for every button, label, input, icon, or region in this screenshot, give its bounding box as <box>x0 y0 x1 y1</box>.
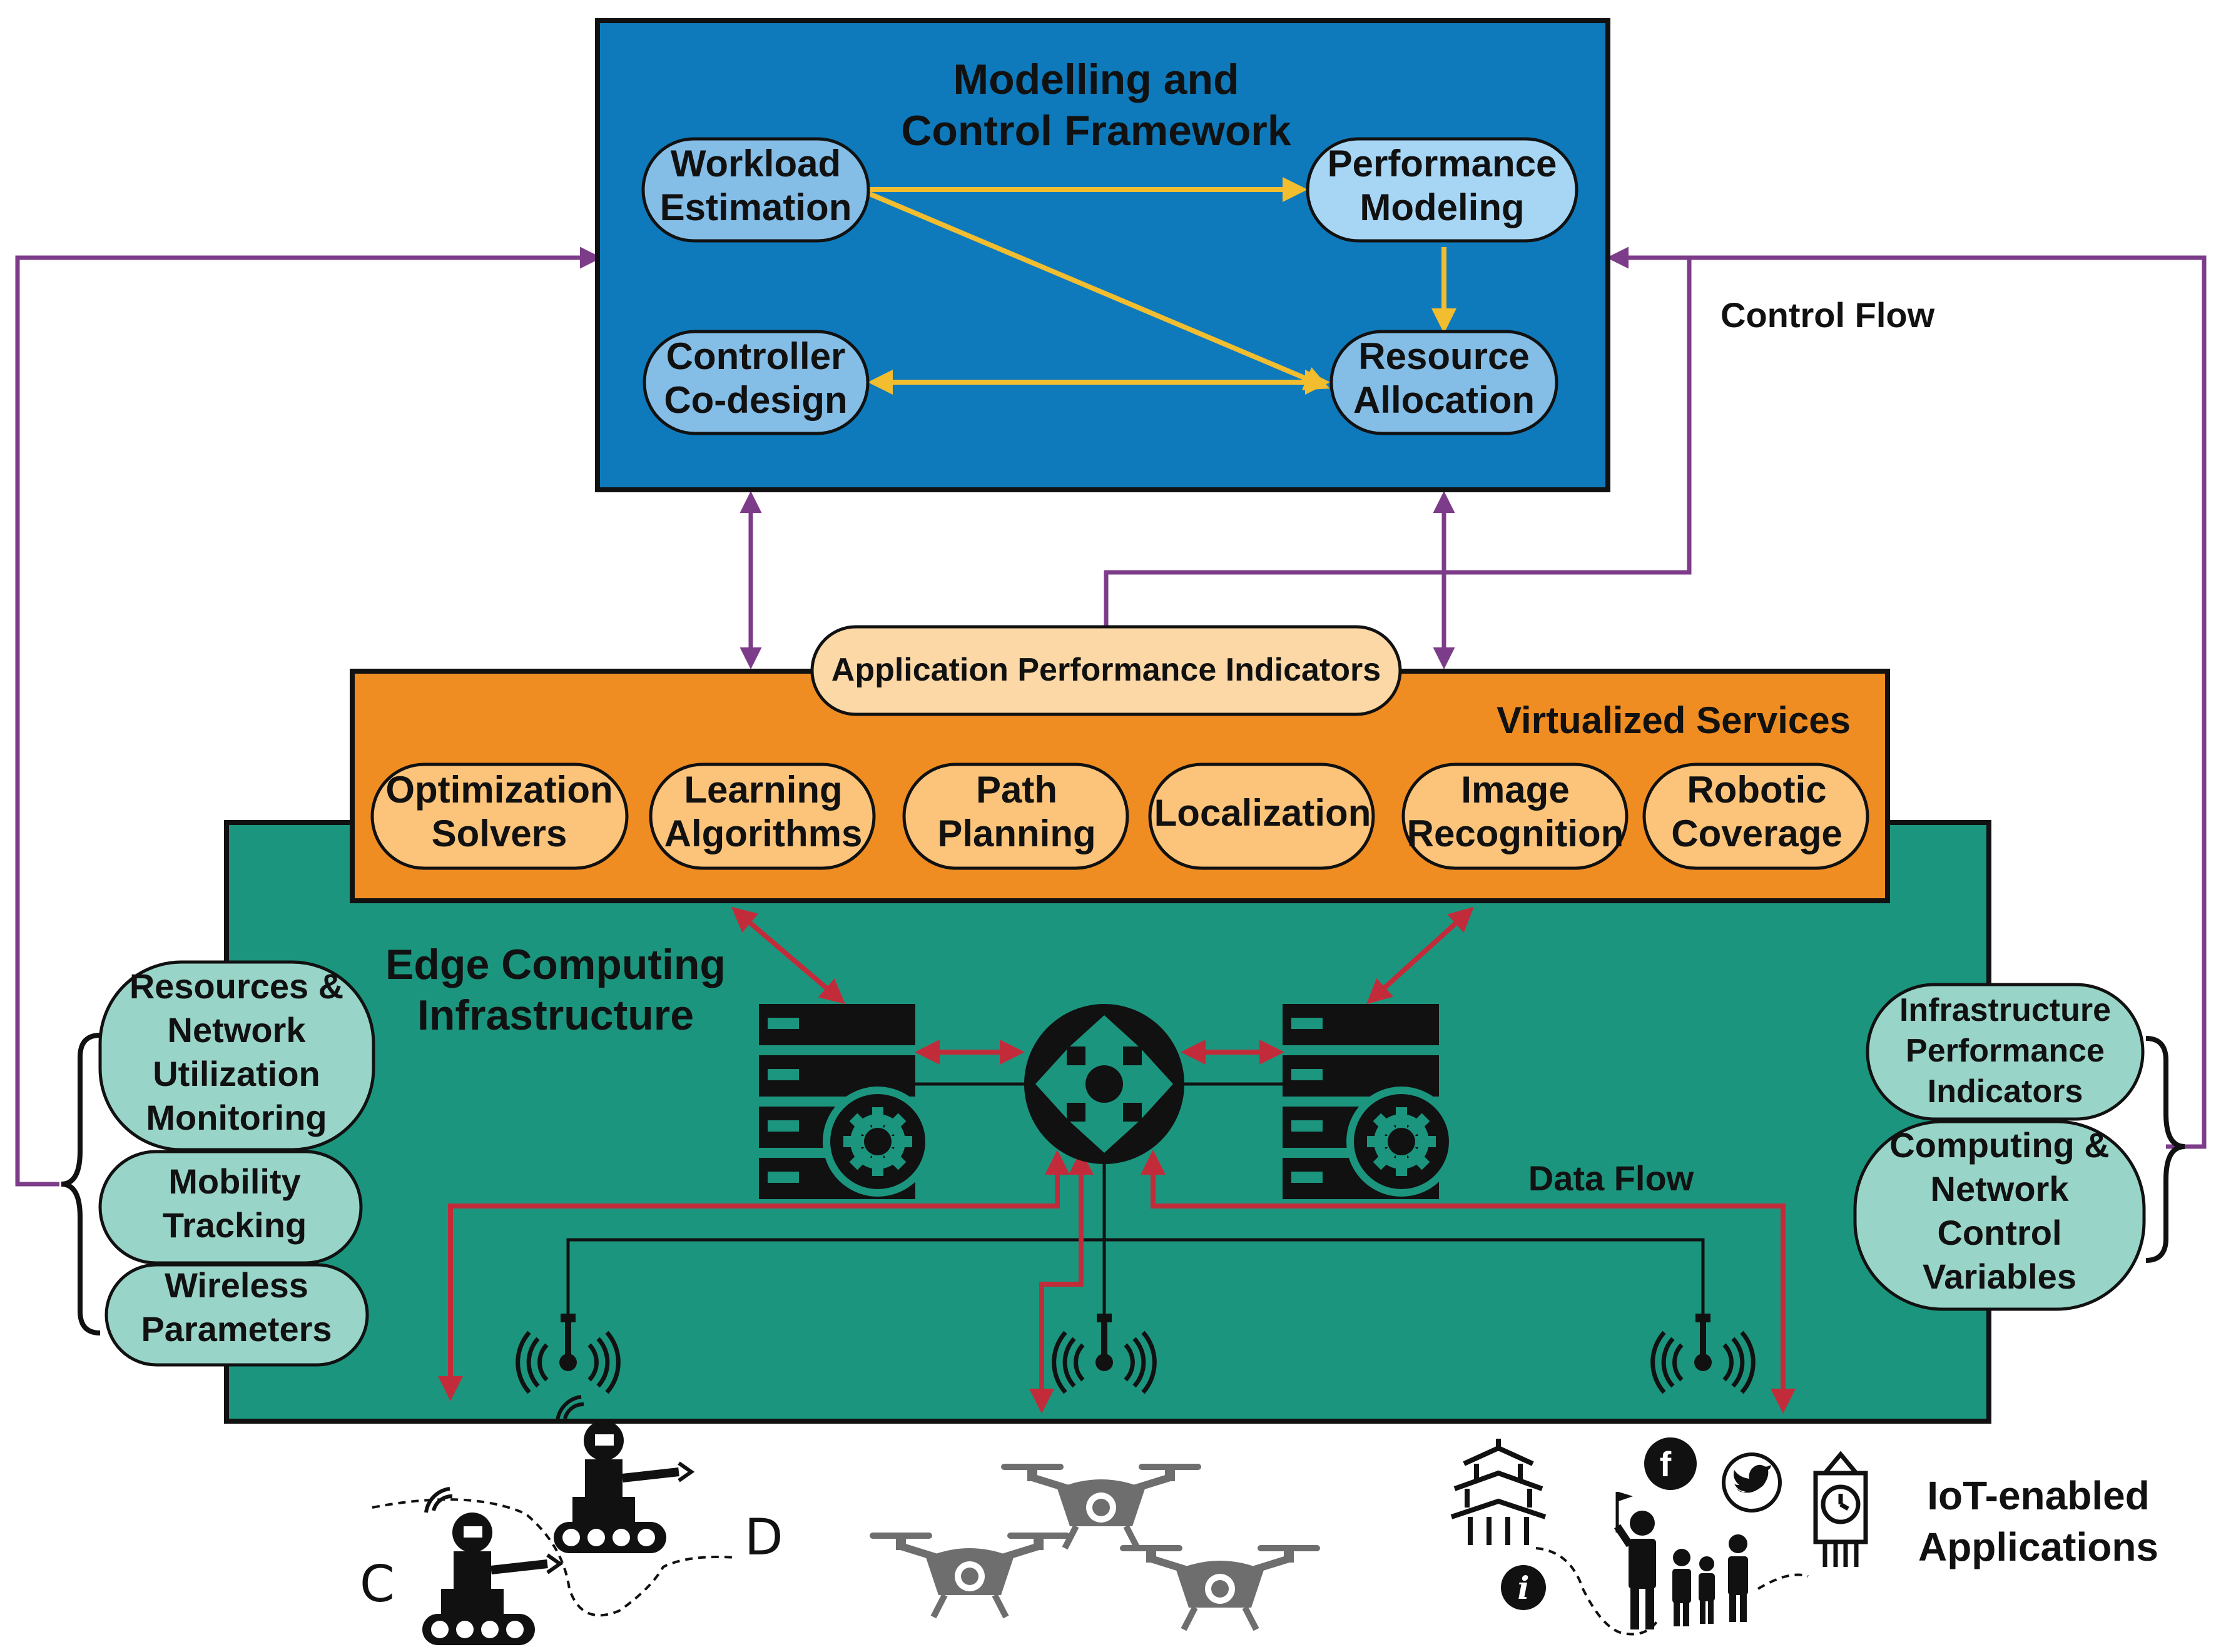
drone-icon <box>870 1533 1070 1617</box>
edge-title-line1: Edge Computing <box>385 941 726 988</box>
robot-label-c: C <box>360 1555 395 1613</box>
service-0-line0: Optimization <box>385 769 612 811</box>
service-pill-5 <box>1642 763 1869 870</box>
left-monitor-pill-2 <box>104 1263 369 1367</box>
left-monitor-1-line0: Mobility <box>168 1162 301 1201</box>
service-1-line0: Learning <box>684 769 842 811</box>
controller-line1: Co-design <box>664 379 847 421</box>
twitter-icon <box>1722 1452 1782 1513</box>
left-monitor-0-line3: Monitoring <box>146 1098 327 1137</box>
service-5-line1: Coverage <box>1671 813 1842 854</box>
right-brace <box>2145 1036 2185 1263</box>
control-flow-lines <box>15 246 2207 1187</box>
right-monitor-1-line0: Computing & <box>1889 1125 2109 1165</box>
data-flow-label: Data Flow <box>1528 1158 1694 1198</box>
application-performance-indicators-label: Application Performance Indicators <box>831 652 1381 688</box>
service-5-line0: Robotic <box>1687 769 1826 811</box>
drone-icon <box>1120 1545 1320 1629</box>
iot-scene: f i <box>1450 1437 2158 1636</box>
right-monitor-1-line1: Network <box>1931 1169 2070 1209</box>
right-monitor-1-line3: Variables <box>1923 1257 2076 1296</box>
service-pill-2 <box>902 763 1129 870</box>
clock-tower-icon <box>1813 1451 1868 1567</box>
service-4-line1: Recognition <box>1407 813 1624 854</box>
left-monitor-1-line1: Tracking <box>163 1205 307 1245</box>
left-monitor-pill-1 <box>98 1150 363 1265</box>
left-monitor-2-line0: Wireless <box>165 1265 308 1305</box>
right-monitor-0-line0: Infrastructure <box>1899 992 2111 1028</box>
robot-scene: C D <box>360 1397 783 1645</box>
robot-icon <box>422 1489 560 1645</box>
controller-line0: Controller <box>666 335 846 377</box>
svg-text:i: i <box>1518 1569 1530 1606</box>
performance-line1: Modeling <box>1360 186 1524 228</box>
workload-line0: Workload <box>671 143 841 185</box>
framework-node-workload <box>641 137 870 243</box>
service-pill-3 <box>1148 763 1375 870</box>
left-brace <box>61 1033 101 1335</box>
workload-line1: Estimation <box>660 186 852 228</box>
edge-title-line2: Infrastructure <box>417 991 694 1039</box>
framework-title-line1: Modelling and <box>953 56 1239 103</box>
info-icon: i <box>1501 1565 1546 1610</box>
control-flow-label: Control Flow <box>1720 295 1935 335</box>
right-monitor-1-line2: Control <box>1937 1213 2061 1252</box>
left-monitor-0-line1: Network <box>168 1010 307 1050</box>
robot-label-d: D <box>745 1508 783 1566</box>
iot-title-line2: Applications <box>1918 1524 2158 1569</box>
framework-title-line2: Control Framework <box>901 107 1291 155</box>
facebook-icon: f <box>1644 1437 1697 1490</box>
service-pill-0 <box>370 763 629 870</box>
service-2-line1: Planning <box>937 813 1095 854</box>
people-icon <box>1614 1492 1748 1629</box>
left-monitor-pill-0 <box>98 960 375 1152</box>
resource-line1: Allocation <box>1353 379 1535 421</box>
left-monitor-2-line1: Parameters <box>141 1309 332 1349</box>
drone-scene <box>870 1464 1320 1629</box>
service-3-line0: Localization <box>1154 792 1371 834</box>
service-pill-1 <box>649 763 876 870</box>
left-monitor-0-line0: Resources & <box>130 966 343 1006</box>
service-1-line1: Algorithms <box>664 813 863 854</box>
framework-node-performance <box>1306 137 1578 243</box>
performance-line0: Performance <box>1328 143 1557 185</box>
pagoda-icon <box>1450 1439 1547 1545</box>
left-monitor-0-line2: Utilization <box>153 1054 320 1093</box>
right-monitor-0-line1: Performance <box>1906 1033 2105 1069</box>
application-performance-indicators-pill <box>810 625 1402 716</box>
router-icon <box>1024 1004 1184 1164</box>
right-monitor-0-line2: Indicators <box>1928 1073 2083 1110</box>
service-0-line1: Solvers <box>432 813 567 854</box>
framework-node-resource <box>1329 330 1558 435</box>
iot-title-line1: IoT-enabled <box>1927 1473 2150 1518</box>
svg-text:f: f <box>1660 1444 1672 1484</box>
virtualized-services-title: Virtualized Services <box>1497 699 1851 741</box>
service-2-line0: Path <box>976 769 1057 811</box>
right-monitor-pill-0 <box>1866 983 2145 1121</box>
service-pill-4 <box>1401 763 1629 870</box>
resource-line0: Resource <box>1358 335 1529 377</box>
framework-arrows <box>868 177 1456 395</box>
framework-node-controller <box>643 330 870 435</box>
data-flow-lines <box>438 906 1796 1414</box>
service-4-line0: Image <box>1461 769 1569 811</box>
right-monitor-pill-1 <box>1853 1120 2146 1311</box>
